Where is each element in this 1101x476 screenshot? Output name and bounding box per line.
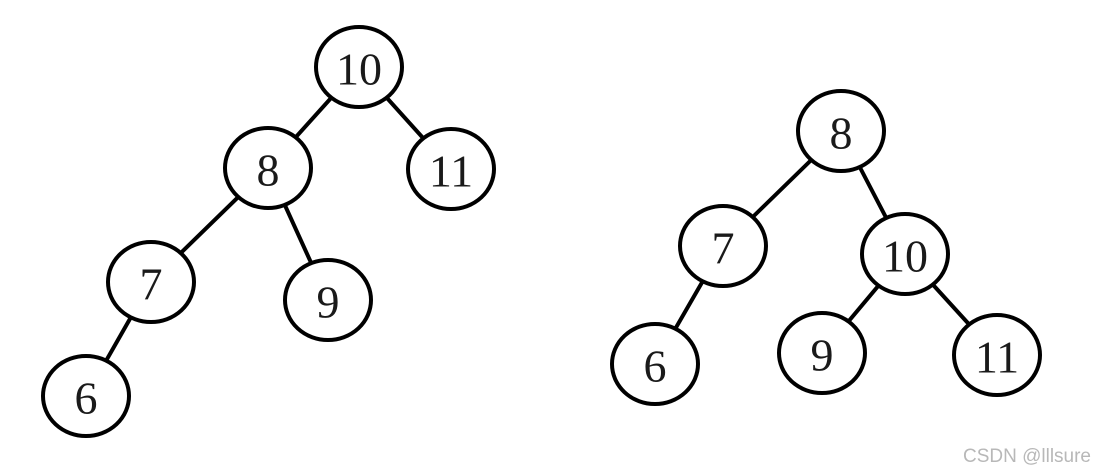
node-label: 9 bbox=[811, 330, 834, 381]
node-circle bbox=[223, 126, 313, 210]
tree2-node-11: 11 bbox=[952, 313, 1042, 397]
node-label: 11 bbox=[429, 146, 473, 197]
watermark-text: CSDN @lllsure bbox=[962, 446, 1091, 467]
node-circle bbox=[796, 89, 886, 173]
tree1-node-7: 7 bbox=[106, 240, 196, 324]
node-label: 7 bbox=[712, 223, 735, 274]
tree2-node-6: 6 bbox=[610, 322, 700, 406]
node-label: 11 bbox=[975, 332, 1019, 383]
node-circle bbox=[860, 212, 950, 296]
tree1-node-6: 6 bbox=[41, 354, 131, 438]
tree1-node-11: 11 bbox=[406, 127, 496, 211]
node-label: 6 bbox=[644, 341, 667, 392]
node-label: 6 bbox=[75, 373, 98, 424]
node-label: 10 bbox=[882, 231, 928, 282]
node-label: 8 bbox=[257, 145, 280, 196]
node-label: 8 bbox=[830, 108, 853, 159]
node-circle bbox=[283, 258, 373, 342]
node-circle bbox=[106, 240, 196, 324]
tree2-node-7: 7 bbox=[678, 204, 768, 288]
node-circle bbox=[610, 322, 700, 406]
tree2-node-10: 10 bbox=[860, 212, 950, 296]
tree2-node-8: 8 bbox=[796, 89, 886, 173]
nodes-layer: 10 8 11 7 9 6 8 7 10 6 9 11 bbox=[41, 25, 1042, 438]
node-label: 7 bbox=[140, 259, 163, 310]
tree1-node-8: 8 bbox=[223, 126, 313, 210]
tree1-node-9: 9 bbox=[283, 258, 373, 342]
node-label: 9 bbox=[317, 277, 340, 328]
node-circle bbox=[678, 204, 768, 288]
tree1-node-10: 10 bbox=[314, 25, 404, 109]
node-circle bbox=[406, 127, 496, 211]
node-circle bbox=[41, 354, 131, 438]
node-circle bbox=[314, 25, 404, 109]
node-label: 10 bbox=[336, 44, 382, 95]
tree2-node-9: 9 bbox=[777, 311, 867, 395]
node-circle bbox=[777, 311, 867, 395]
node-circle bbox=[952, 313, 1042, 397]
